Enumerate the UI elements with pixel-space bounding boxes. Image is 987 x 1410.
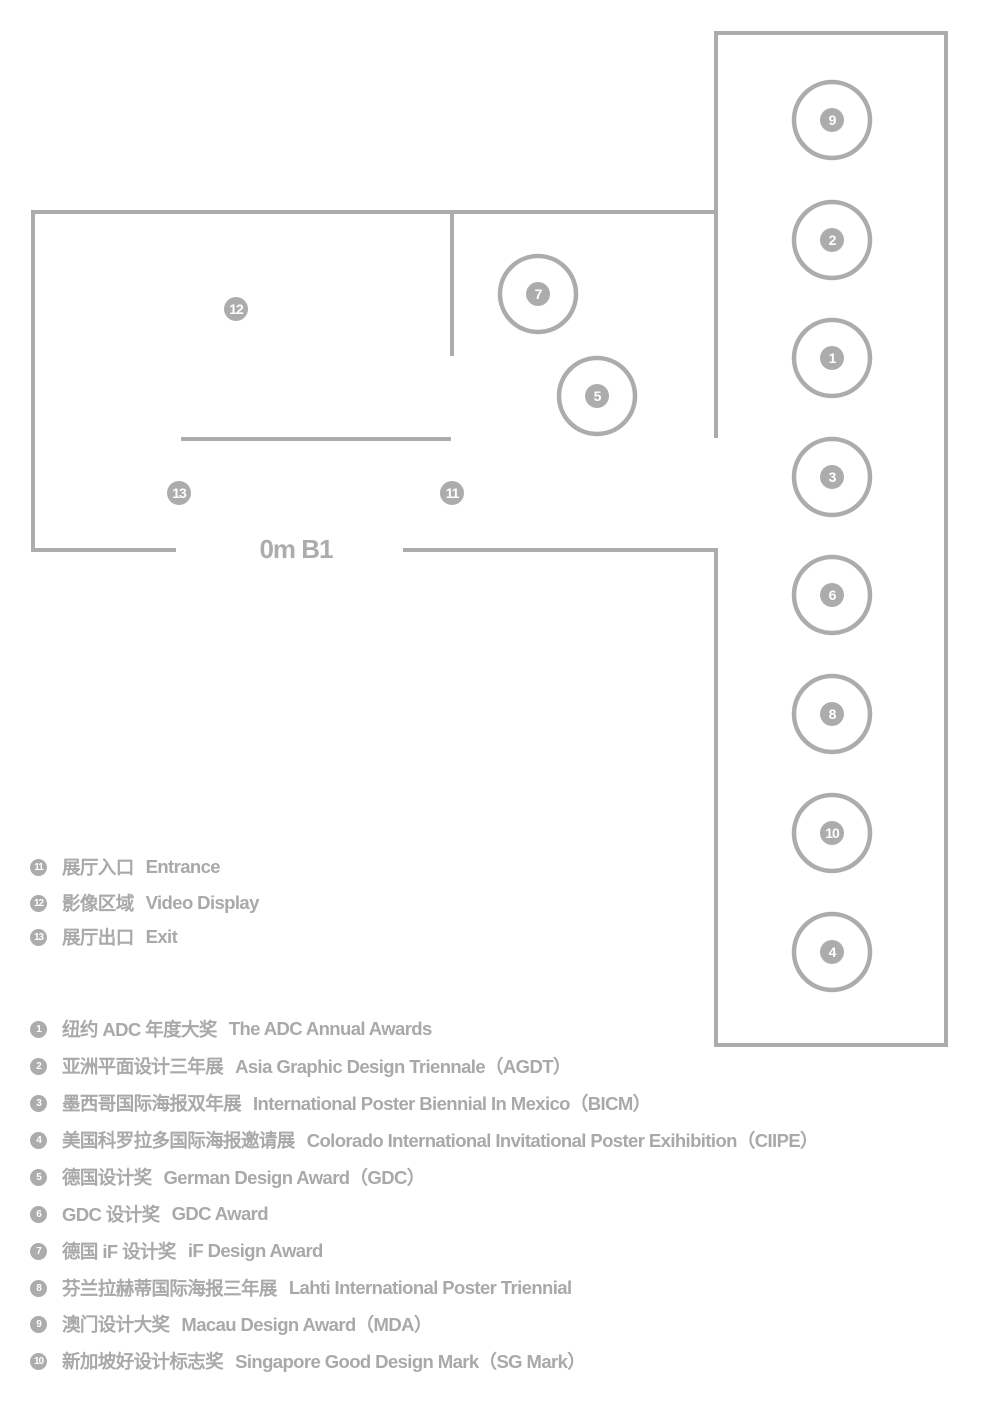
legend-item: 13 展厅出口 Exit [30, 925, 178, 949]
legend-label-en: Entrance [145, 856, 221, 877]
legend-label-cn: 新加坡好设计标志奖 [62, 1351, 224, 1372]
legend-label-en: Colorado International Invitational Post… [306, 1130, 819, 1151]
number-badge-icon: 10 [30, 1352, 47, 1370]
svg-text:5: 5 [594, 388, 602, 404]
legend-item: 2 亚洲平面设计三年展 Asia Graphic Design Triennale（… [30, 1054, 571, 1078]
legend-label-cn: 展厅入口 [62, 857, 134, 878]
legend-label-cn: 亚洲平面设计三年展 [62, 1056, 224, 1077]
marker-6[interactable]: 6 [791, 554, 873, 636]
svg-text:10: 10 [825, 825, 840, 841]
legend-label-cn: 美国科罗拉多国际海报邀请展 [62, 1130, 295, 1151]
svg-text:8: 8 [829, 706, 837, 722]
legend-label-cn: 德国 iF 设计奖 [62, 1241, 176, 1262]
marker-7[interactable]: 7 [497, 253, 579, 335]
number-badge-icon: 3 [30, 1094, 47, 1112]
legend-label-en: Video Display [145, 892, 260, 913]
number-badge-icon: 7 [30, 1242, 47, 1260]
number-badge-icon: 12 [30, 894, 47, 912]
point-entrance[interactable]: 11 [440, 481, 464, 505]
legend-label-cn: 展厅出口 [62, 927, 134, 948]
legend-label-cn: 澳门设计大奖 [62, 1314, 170, 1335]
marker-2[interactable]: 2 [791, 199, 873, 281]
legend-label-cn: 影像区域 [62, 893, 134, 914]
marker-9[interactable]: 9 [791, 79, 873, 161]
legend-item: 5 德国设计奖 German Design Award（GDC） [30, 1165, 425, 1189]
legend-label-en: The ADC Annual Awards [228, 1018, 433, 1039]
legend-label-en: Singapore Good Design Mark（SG Mark） [235, 1351, 586, 1372]
legend-item: 10 新加坡好设计标志奖 Singapore Good Design Mark（SG… [30, 1349, 586, 1373]
right-hall-wall [403, 31, 948, 1047]
number-badge-icon: 8 [30, 1279, 47, 1297]
legend-item: 12 影像区域 Video Display [30, 891, 259, 915]
legend-label-en: International Poster Biennial In Mexico（… [253, 1093, 651, 1114]
marker-10[interactable]: 10 [791, 792, 873, 874]
legend-label-en: German Design Award（GDC） [163, 1167, 426, 1188]
marker-1[interactable]: 1 [791, 317, 873, 399]
svg-text:6: 6 [829, 587, 837, 603]
number-badge-icon: 6 [30, 1205, 47, 1223]
svg-text:11: 11 [446, 485, 460, 501]
legend-item: 6 GDC 设计奖 GDC Award [30, 1202, 269, 1226]
floor-label: 0m B1 [259, 534, 333, 564]
walls [31, 31, 948, 1047]
svg-text:9: 9 [829, 112, 837, 128]
legend-item: 1 纽约 ADC 年度大奖 The ADC Annual Awards [30, 1017, 432, 1041]
legend-item: 7 德国 iF 设计奖 iF Design Award [30, 1239, 323, 1263]
marker-3[interactable]: 3 [791, 436, 873, 518]
legend-label-en: Macau Design Award（MDA） [181, 1314, 432, 1335]
marker-8[interactable]: 8 [791, 673, 873, 755]
number-badge-icon: 11 [30, 858, 47, 876]
svg-text:13: 13 [172, 485, 187, 501]
number-badge-icon: 2 [30, 1057, 47, 1075]
legend-item: 8 芬兰拉赫蒂国际海报三年展 Lahti International Poster … [30, 1276, 572, 1300]
svg-text:4: 4 [829, 944, 837, 960]
legend-label-en: GDC Award [171, 1203, 269, 1224]
number-badge-icon: 4 [30, 1131, 47, 1149]
number-badge-icon: 9 [30, 1315, 47, 1333]
svg-text:12: 12 [229, 301, 244, 317]
legend-item: 9 澳门设计大奖 Macau Design Award（MDA） [30, 1312, 432, 1336]
number-badge-icon: 5 [30, 1168, 47, 1186]
legend-item: 3 墨西哥国际海报双年展 International Poster Biennial… [30, 1091, 651, 1115]
legend-item: 11 展厅入口 Entrance [30, 855, 221, 879]
point-video-display[interactable]: 12 [224, 297, 248, 321]
legend-label-cn: GDC 设计奖 [62, 1204, 160, 1225]
number-badge-icon: 13 [30, 928, 47, 946]
svg-text:1: 1 [829, 350, 837, 366]
svg-text:3: 3 [829, 469, 837, 485]
svg-text:2: 2 [829, 232, 837, 248]
legend-label-en: Exit [145, 926, 178, 947]
legend-label-en: Asia Graphic Design Triennale（AGDT） [235, 1056, 571, 1077]
point-exit[interactable]: 13 [167, 481, 191, 505]
marker-4[interactable]: 4 [791, 911, 873, 993]
legend-label-cn: 芬兰拉赫蒂国际海报三年展 [62, 1278, 277, 1299]
legend-label-cn: 纽约 ADC 年度大奖 [62, 1019, 217, 1040]
left-room-wall [31, 210, 716, 552]
legend-label-en: Lahti International Poster Triennial [288, 1277, 572, 1298]
legend-item: 4 美国科罗拉多国际海报邀请展 Colorado International Inv… [30, 1128, 819, 1152]
legend-label-cn: 德国设计奖 [62, 1167, 152, 1188]
legend-label-en: iF Design Award [187, 1240, 324, 1261]
legend-label-cn: 墨西哥国际海报双年展 [62, 1093, 242, 1114]
marker-5[interactable]: 5 [556, 355, 638, 437]
svg-text:7: 7 [535, 286, 543, 302]
number-badge-icon: 1 [30, 1020, 47, 1038]
